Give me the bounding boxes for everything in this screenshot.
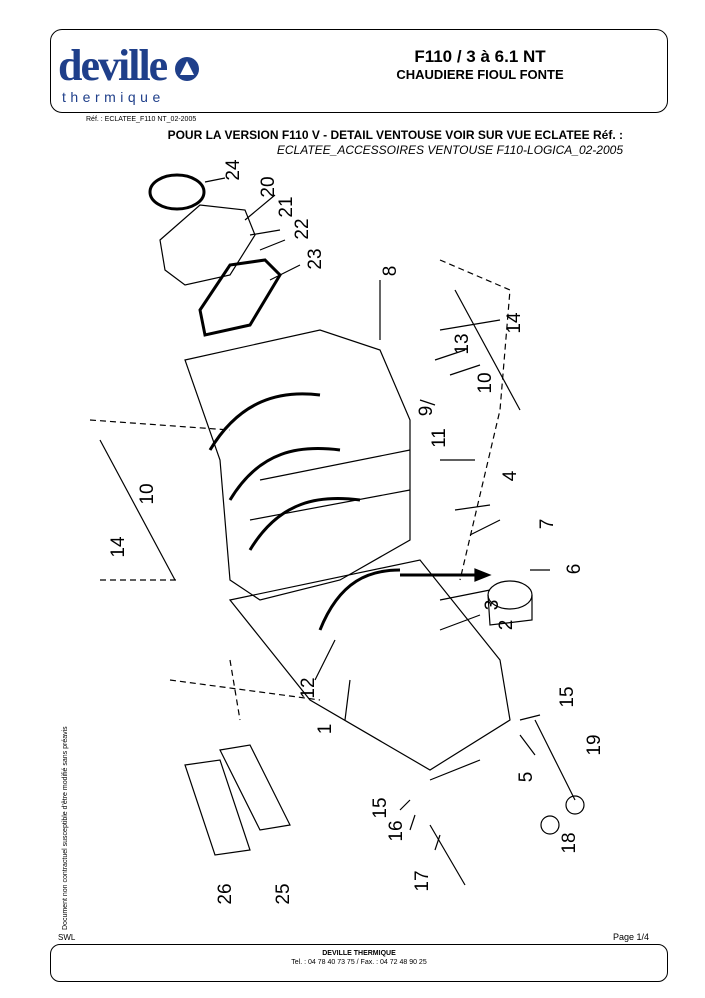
callout-12: 12 <box>298 677 319 699</box>
callout-10b: 10 <box>137 483 158 505</box>
callout-5: 5 <box>516 771 537 783</box>
callout-10: 10 <box>475 372 496 394</box>
callout-14b: 14 <box>108 536 129 558</box>
callout-8: 8 <box>380 265 401 277</box>
exploded-view-drawing <box>89 173 585 886</box>
deville-logo: deville thermique <box>58 41 199 105</box>
gasket-23 <box>198 258 282 337</box>
logo-word: deville <box>58 41 168 90</box>
callout-23: 23 <box>305 248 326 270</box>
callout-16: 16 <box>386 820 407 842</box>
version-note-reference: ECLATEE_ACCESSOIRES VENTOUSE F110-LOGICA… <box>276 143 623 157</box>
callout-18: 18 <box>559 832 580 854</box>
tie-rod-left <box>99 439 176 581</box>
tie-rod-right <box>454 289 521 411</box>
callout-17: 17 <box>412 870 433 892</box>
disclaimer-note: Document non contractuel susceptible d'ê… <box>62 726 69 930</box>
callout-15: 15 <box>557 686 578 708</box>
callout-22: 22 <box>292 218 313 240</box>
callout-1: 1 <box>315 723 336 735</box>
version-note: POUR LA VERSION F110 V - DETAIL VENTOUSE… <box>167 128 623 142</box>
footer-company: DEVILLE THERMIQUE <box>322 950 396 957</box>
callout-13: 13 <box>452 333 473 355</box>
callout-9: 9 <box>416 405 437 417</box>
document-title: F110 / 3 à 6.1 NT <box>414 47 546 66</box>
page-number: Page 1/4 <box>612 932 649 942</box>
callout-19: 19 <box>584 734 605 756</box>
swl-label: SWL <box>58 933 76 942</box>
callout-26: 26 <box>215 883 236 905</box>
boiler-block <box>184 329 411 601</box>
callout-7: 7 <box>537 518 558 530</box>
callout-24: 24 <box>223 159 244 181</box>
plate-25 <box>219 744 291 831</box>
bolt-17 <box>429 824 466 886</box>
header-frame <box>50 29 668 113</box>
gasket-24 <box>148 173 206 211</box>
footer-frame <box>50 944 668 982</box>
callout-2: 2 <box>496 619 517 631</box>
door-20 <box>159 204 256 286</box>
footer-contact: Tel. : 04 78 40 73 75 / Fax. : 04 72 48 … <box>291 959 427 966</box>
plate-26 <box>184 759 251 856</box>
callout-11: 11 <box>429 428 450 448</box>
callout-4: 4 <box>500 470 521 482</box>
callout-14: 14 <box>504 312 525 334</box>
logo-sub: thermique <box>62 89 165 105</box>
document-subtitle: CHAUDIERE FIOUL FONTE <box>396 67 564 82</box>
callout-6: 6 <box>564 563 585 575</box>
callout-25: 25 <box>273 883 294 905</box>
reference-label: Réf. : ECLATEE_F110 NT_02-2005 <box>86 116 197 123</box>
bolt-19 <box>534 719 576 801</box>
